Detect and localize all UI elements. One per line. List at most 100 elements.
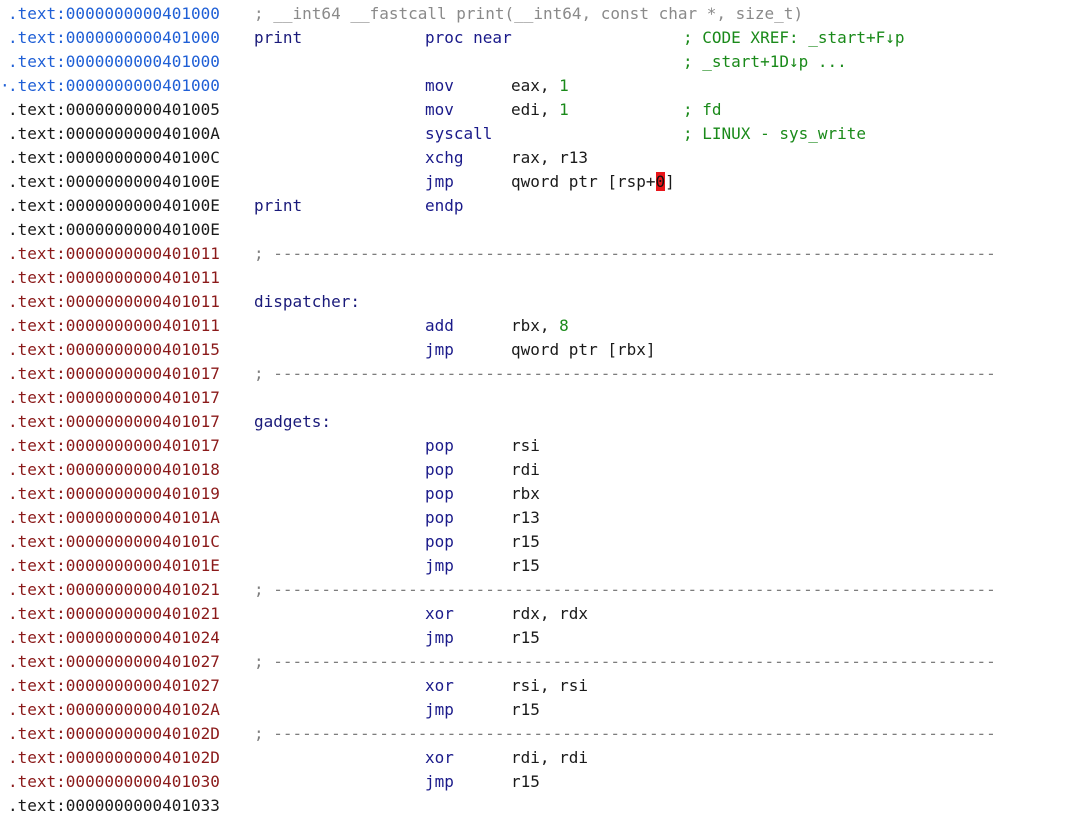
instruction-operands[interactable]: edi, 1	[511, 100, 569, 119]
address[interactable]: .text:000000000040100C	[8, 148, 220, 167]
listing-row[interactable]: .text:000000000040100E print endp	[0, 194, 1088, 218]
address[interactable]: .text:0000000000401017	[8, 388, 220, 407]
listing-row[interactable]: .text:0000000000401015 jmp qword ptr [rbx]	[0, 338, 1088, 362]
instruction-mnemonic[interactable]: syscall	[425, 124, 493, 143]
address[interactable]: .text:000000000040100E	[8, 172, 220, 191]
address[interactable]: .text:000000000040100E	[8, 196, 220, 215]
instruction-mnemonic[interactable]: xor	[425, 748, 454, 767]
immediate-value[interactable]: 8	[559, 316, 569, 335]
instruction-mnemonic[interactable]: pop	[425, 508, 454, 527]
instruction-mnemonic[interactable]: jmp	[425, 772, 454, 791]
instruction-operands[interactable]: r15	[511, 628, 540, 647]
instruction-operands[interactable]: r15	[511, 556, 540, 575]
address[interactable]: .text:0000000000401027	[8, 676, 220, 695]
listing-row[interactable]: .text:0000000000401000; _start+1D↓p ...	[0, 50, 1088, 74]
address[interactable]: .text:0000000000401033	[8, 796, 220, 815]
address[interactable]: .text:000000000040101C	[8, 532, 220, 551]
address[interactable]: .text:0000000000401011	[8, 268, 220, 287]
listing-row[interactable]: .text:0000000000401030 jmp r15	[0, 770, 1088, 794]
instruction-mnemonic[interactable]: pop	[425, 484, 454, 503]
listing-row[interactable]: .text:000000000040100E	[0, 218, 1088, 242]
instruction-mnemonic[interactable]: jmp	[425, 172, 454, 191]
address[interactable]: .text:0000000000401011	[8, 292, 220, 311]
address[interactable]: .text:0000000000401021	[8, 604, 220, 623]
listing-row[interactable]: .text:0000000000401017	[0, 386, 1088, 410]
address[interactable]: .text:000000000040100A	[8, 124, 220, 143]
listing-row[interactable]: .text:0000000000401000; __int64 __fastca…	[0, 2, 1088, 26]
address[interactable]: .text:0000000000401017	[8, 412, 220, 431]
instruction-operands[interactable]: eax, 1	[511, 76, 569, 95]
immediate-value[interactable]: 1	[559, 100, 569, 119]
address[interactable]: .text:0000000000401000	[8, 76, 220, 95]
address[interactable]: .text:0000000000401000	[8, 4, 220, 23]
code-label[interactable]: dispatcher:	[254, 292, 360, 311]
instruction-operands[interactable]: rsi, rsi	[511, 676, 589, 695]
instruction-operands[interactable]: qword ptr [rbx]	[511, 340, 656, 359]
separator-row[interactable]: .text:0000000000401027; ----------------…	[0, 650, 1088, 674]
instruction-mnemonic[interactable]: pop	[425, 532, 454, 551]
instruction-mnemonic[interactable]: add	[425, 316, 454, 335]
address[interactable]: .text:0000000000401005	[8, 100, 220, 119]
instruction-mnemonic[interactable]: xor	[425, 604, 454, 623]
instruction-mnemonic[interactable]: proc near	[425, 28, 512, 47]
listing-row[interactable]: .text:0000000000401018 pop rdi	[0, 458, 1088, 482]
instruction-operands[interactable]: rbx	[511, 484, 540, 503]
address[interactable]: .text:000000000040101A	[8, 508, 220, 527]
address[interactable]: .text:0000000000401017	[8, 436, 220, 455]
separator-row[interactable]: .text:0000000000401021; ----------------…	[0, 578, 1088, 602]
address[interactable]: .text:000000000040102D	[8, 748, 220, 767]
instruction-operands[interactable]: qword ptr [rsp+0]	[511, 172, 675, 191]
instruction-operands[interactable]: rsi	[511, 436, 540, 455]
listing-row[interactable]: .text:000000000040100E jmp qword ptr [rsp+…	[0, 170, 1088, 194]
instruction-mnemonic[interactable]: jmp	[425, 340, 454, 359]
instruction-operands[interactable]: rax, r13	[511, 148, 589, 167]
address[interactable]: .text:0000000000401000	[8, 28, 220, 47]
code-label[interactable]: print	[254, 196, 303, 215]
address[interactable]: .text:0000000000401030	[8, 772, 220, 791]
instruction-operands[interactable]: rdi, rdi	[511, 748, 589, 767]
address[interactable]: .text:0000000000401017	[8, 364, 220, 383]
instruction-mnemonic[interactable]: pop	[425, 460, 454, 479]
address[interactable]: .text:000000000040101E	[8, 556, 220, 575]
address[interactable]: .text:000000000040102D	[8, 724, 220, 743]
instruction-mnemonic[interactable]: xor	[425, 676, 454, 695]
address[interactable]: .text:0000000000401000	[8, 52, 220, 71]
listing-row[interactable]: .text:000000000040102D xor rdi, rdi	[0, 746, 1088, 770]
immediate-value[interactable]: 1	[559, 76, 569, 95]
instruction-operands[interactable]: r15	[511, 772, 540, 791]
address[interactable]: .text:0000000000401015	[8, 340, 220, 359]
address[interactable]: .text:0000000000401011	[8, 244, 220, 263]
instruction-mnemonic[interactable]: jmp	[425, 628, 454, 647]
instruction-mnemonic[interactable]: jmp	[425, 556, 454, 575]
instruction-mnemonic[interactable]: jmp	[425, 700, 454, 719]
listing-row[interactable]: .text:0000000000401021 xor rdx, rdx	[0, 602, 1088, 626]
instruction-mnemonic[interactable]: mov	[425, 100, 454, 119]
listing-row[interactable]: .text:0000000000401019 pop rbx	[0, 482, 1088, 506]
address[interactable]: .text:0000000000401027	[8, 652, 220, 671]
address[interactable]: .text:0000000000401018	[8, 460, 220, 479]
separator-row[interactable]: .text:0000000000401011; ----------------…	[0, 242, 1088, 266]
address[interactable]: .text:0000000000401019	[8, 484, 220, 503]
instruction-operands[interactable]: rbx, 8	[511, 316, 569, 335]
code-label[interactable]: print	[254, 28, 303, 47]
instruction-mnemonic[interactable]: endp	[425, 196, 464, 215]
listing-row[interactable]: .text:0000000000401027 xor rsi, rsi	[0, 674, 1088, 698]
instruction-operands[interactable]: rdi	[511, 460, 540, 479]
instruction-operands[interactable]: rdx, rdx	[511, 604, 589, 623]
separator-row[interactable]: .text:000000000040102D; ----------------…	[0, 722, 1088, 746]
instruction-operands[interactable]: r15	[511, 532, 540, 551]
instruction-mnemonic[interactable]: pop	[425, 436, 454, 455]
separator-row[interactable]: .text:0000000000401017; ----------------…	[0, 362, 1088, 386]
listing-row[interactable]: .text:0000000000401011	[0, 266, 1088, 290]
